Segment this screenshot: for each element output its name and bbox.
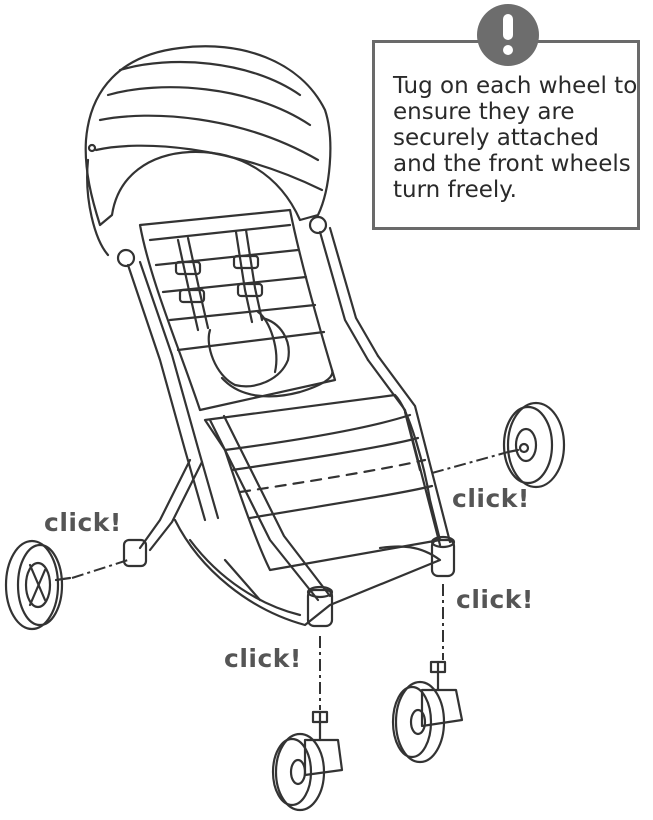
click-label-rear-left: click! (44, 508, 122, 537)
click-label-front-left: click! (224, 644, 302, 673)
canopy (84, 45, 332, 227)
rear-right-wheel (502, 401, 566, 489)
rear-right-connector (431, 451, 509, 474)
notice-box: Tug on each wheel to ensure they are sec… (372, 40, 640, 230)
rear-frame (126, 263, 207, 522)
front-right-caster (391, 660, 464, 764)
notice-text: Tug on each wheel to ensure they are sec… (393, 73, 638, 203)
basket (173, 518, 442, 627)
seat-back (138, 208, 337, 412)
rear-left-wheel (4, 539, 72, 631)
front-frame (208, 418, 320, 602)
click-label-front-right: click! (456, 585, 534, 614)
click-label-rear-right: click! (452, 484, 530, 513)
front-left-caster (271, 710, 344, 812)
exclamation-icon (477, 4, 539, 66)
rear-left-connector (71, 559, 129, 579)
